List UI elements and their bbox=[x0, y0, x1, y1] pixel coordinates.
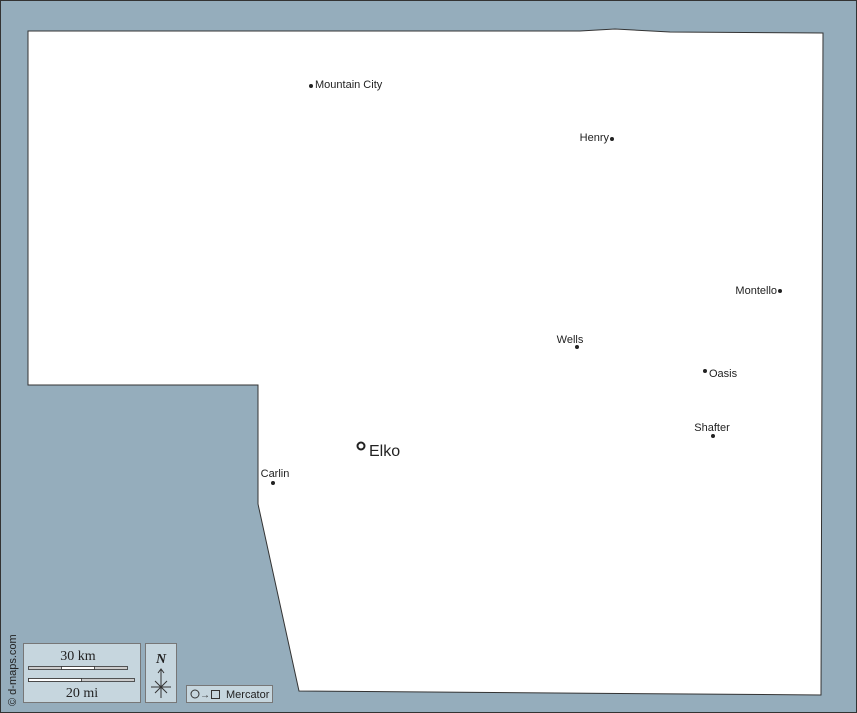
city-label: Carlin bbox=[261, 468, 290, 480]
projection-label: Mercator bbox=[226, 689, 270, 701]
city-label: Shafter bbox=[694, 422, 730, 434]
city-label: Oasis bbox=[709, 368, 738, 380]
city-shafter[interactable]: Shafter bbox=[694, 422, 730, 438]
city-carlin[interactable]: Carlin bbox=[261, 468, 290, 485]
north-arrow: N bbox=[145, 643, 177, 703]
scale-mi-label: 20 mi bbox=[66, 686, 98, 701]
city-label: Wells bbox=[557, 334, 584, 346]
scale-km-label: 30 km bbox=[60, 649, 96, 664]
city-henry[interactable]: Henry bbox=[580, 132, 614, 144]
city-label: Henry bbox=[580, 132, 610, 144]
capital-marker-icon bbox=[356, 441, 366, 451]
city-label: Elko bbox=[369, 443, 400, 460]
county-area bbox=[27, 28, 824, 696]
city-mountain-city[interactable]: Mountain City bbox=[309, 79, 383, 91]
city-label: Montello bbox=[735, 285, 777, 297]
city-oasis[interactable]: Oasis bbox=[703, 368, 738, 380]
north-label: N bbox=[155, 652, 167, 667]
city-label: Mountain City bbox=[315, 79, 383, 91]
circle-icon bbox=[190, 689, 200, 699]
projection-box: → Mercator bbox=[186, 685, 273, 703]
city-dot bbox=[309, 84, 313, 88]
city-dot bbox=[271, 481, 275, 485]
scale-bar: 30 km 20 mi bbox=[23, 643, 141, 703]
city-elko[interactable]: Elko bbox=[356, 441, 401, 461]
city-dot bbox=[575, 345, 579, 349]
copyright-text: © d-maps.com bbox=[7, 634, 19, 706]
city-dot bbox=[711, 434, 715, 438]
city-wells[interactable]: Wells bbox=[557, 334, 584, 349]
city-dot bbox=[610, 137, 614, 141]
arrow-icon: → bbox=[200, 690, 210, 701]
city-montello[interactable]: Montello bbox=[735, 285, 782, 297]
compass-icon bbox=[151, 668, 171, 698]
city-dot bbox=[778, 289, 782, 293]
city-dot bbox=[703, 369, 707, 373]
square-icon bbox=[211, 690, 220, 699]
